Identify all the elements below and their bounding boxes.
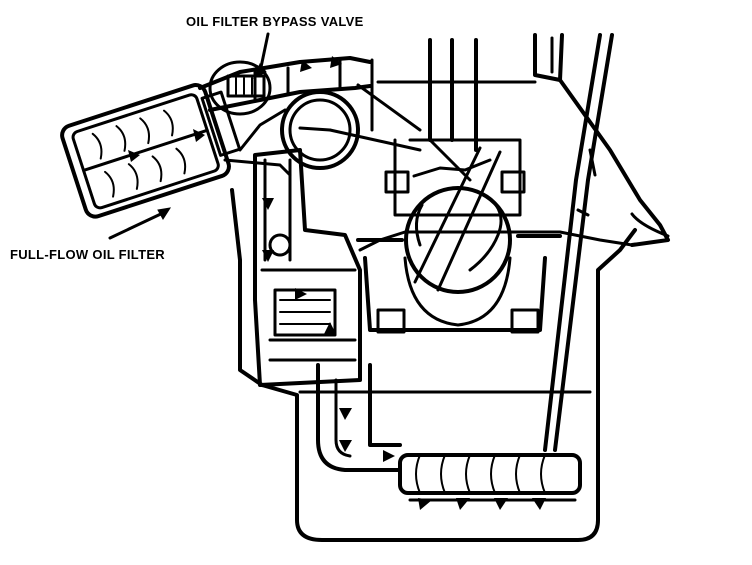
bypass-valve-label: OIL FILTER BYPASS VALVE (186, 14, 364, 29)
arrow-icon (300, 60, 312, 72)
arrow-icon (339, 440, 352, 452)
arrow-icon (324, 322, 336, 334)
oil-filter (60, 83, 242, 219)
arrow-icon (494, 498, 508, 510)
arrow-icon (128, 150, 140, 162)
arrow-icon (330, 56, 342, 68)
oil-pickup-tube (316, 363, 402, 472)
arrow-icon (532, 498, 546, 510)
pickup-screen (398, 453, 582, 502)
connecting-rod (384, 38, 526, 217)
arrow-icon (262, 250, 274, 262)
camshaft (280, 90, 422, 170)
bypass-valve (208, 32, 272, 116)
arrow-icon (193, 129, 205, 142)
dipstick (543, 33, 614, 452)
oil-pump (253, 148, 362, 387)
arrow-icon (262, 198, 274, 210)
arrow-icon (383, 450, 395, 462)
arrow-icon (157, 207, 172, 220)
arrow-icon (339, 408, 352, 420)
main-bearing-cap (356, 234, 562, 334)
oil-flow-arrows (128, 56, 546, 510)
filter-label-leader (108, 210, 167, 240)
arrow-icon (418, 498, 432, 510)
oil-pan (260, 358, 600, 542)
arrow-icon (295, 288, 307, 300)
arrow-icon (456, 498, 470, 510)
full-flow-filter-label: FULL-FLOW OIL FILTER (10, 247, 165, 262)
crankshaft-journal (404, 146, 512, 294)
